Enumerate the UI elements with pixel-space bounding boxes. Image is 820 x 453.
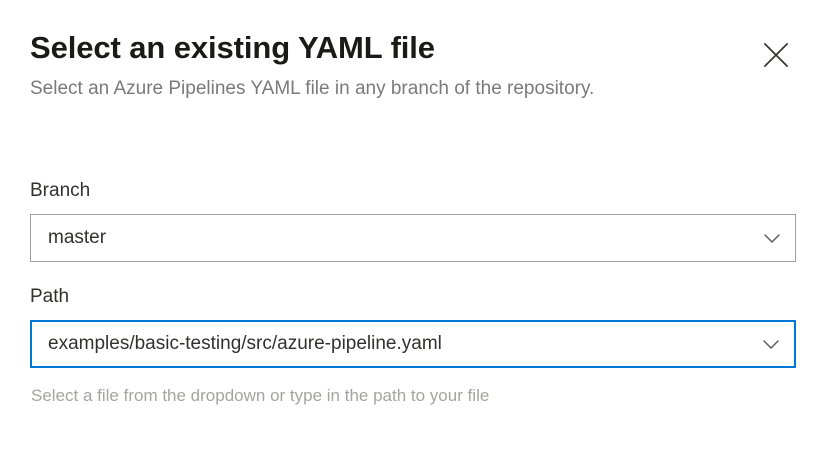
chevron-down-icon bbox=[761, 227, 783, 249]
branch-label: Branch bbox=[30, 180, 91, 201]
branch-field-group: Branch bbox=[30, 178, 796, 262]
close-icon bbox=[760, 39, 792, 71]
branch-dropdown-button[interactable] bbox=[749, 215, 795, 261]
page-title: Select an existing YAML file bbox=[30, 30, 435, 65]
close-button[interactable] bbox=[754, 33, 798, 77]
path-input[interactable] bbox=[32, 331, 748, 357]
yaml-file-form: Branch Path bbox=[30, 178, 796, 408]
branch-input[interactable] bbox=[31, 225, 749, 251]
dialog-header: Select an existing YAML file Select an A… bbox=[30, 28, 750, 104]
path-label: Path bbox=[30, 286, 70, 307]
path-dropdown-button[interactable] bbox=[748, 322, 794, 366]
path-hint-text: Select a file from the dropdown or type … bbox=[31, 386, 490, 405]
path-combobox[interactable] bbox=[30, 320, 796, 368]
chevron-down-icon bbox=[760, 333, 782, 355]
dialog-subtitle: Select an Azure Pipelines YAML file in a… bbox=[30, 78, 595, 99]
path-field-group: Path Select a file from the dropdown or … bbox=[30, 284, 796, 408]
branch-combobox[interactable] bbox=[30, 214, 796, 262]
